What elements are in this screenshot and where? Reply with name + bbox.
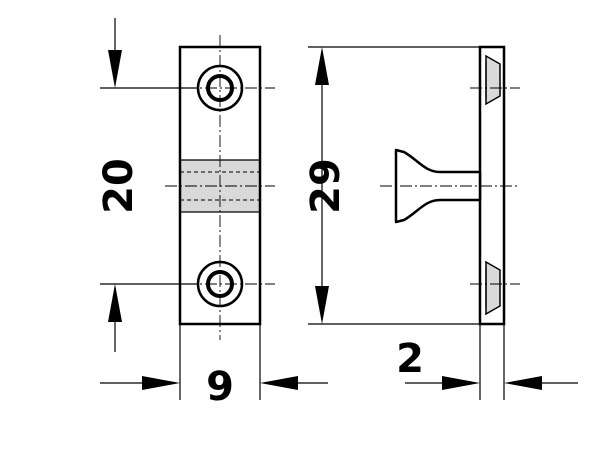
- side-view: [380, 45, 520, 326]
- side-upper-bevel: [485, 54, 501, 106]
- dim9-label: 9: [206, 364, 234, 410]
- front-view: [165, 35, 275, 340]
- dim20-arrow-bottom: [108, 284, 122, 322]
- dim29-arrow-top: [315, 47, 329, 85]
- dim2-arrow-left: [442, 376, 480, 390]
- dimension-20: 20: [96, 18, 198, 352]
- dim29-label: 29: [303, 158, 349, 214]
- dim2-arrow-right: [504, 376, 542, 390]
- dim9-arrow-right: [260, 376, 298, 390]
- dimension-29: 29: [303, 46, 480, 325]
- dim20-label: 20: [96, 158, 142, 214]
- dim20-arrow-top: [108, 50, 122, 88]
- dimension-2: 2: [396, 324, 578, 400]
- dim2-label: 2: [396, 336, 424, 382]
- dimension-9: 9: [100, 324, 328, 410]
- catch-pin: [394, 148, 482, 224]
- side-lower-bevel: [485, 260, 501, 316]
- dim29-arrow-bottom: [315, 286, 329, 324]
- dim9-arrow-left: [142, 376, 180, 390]
